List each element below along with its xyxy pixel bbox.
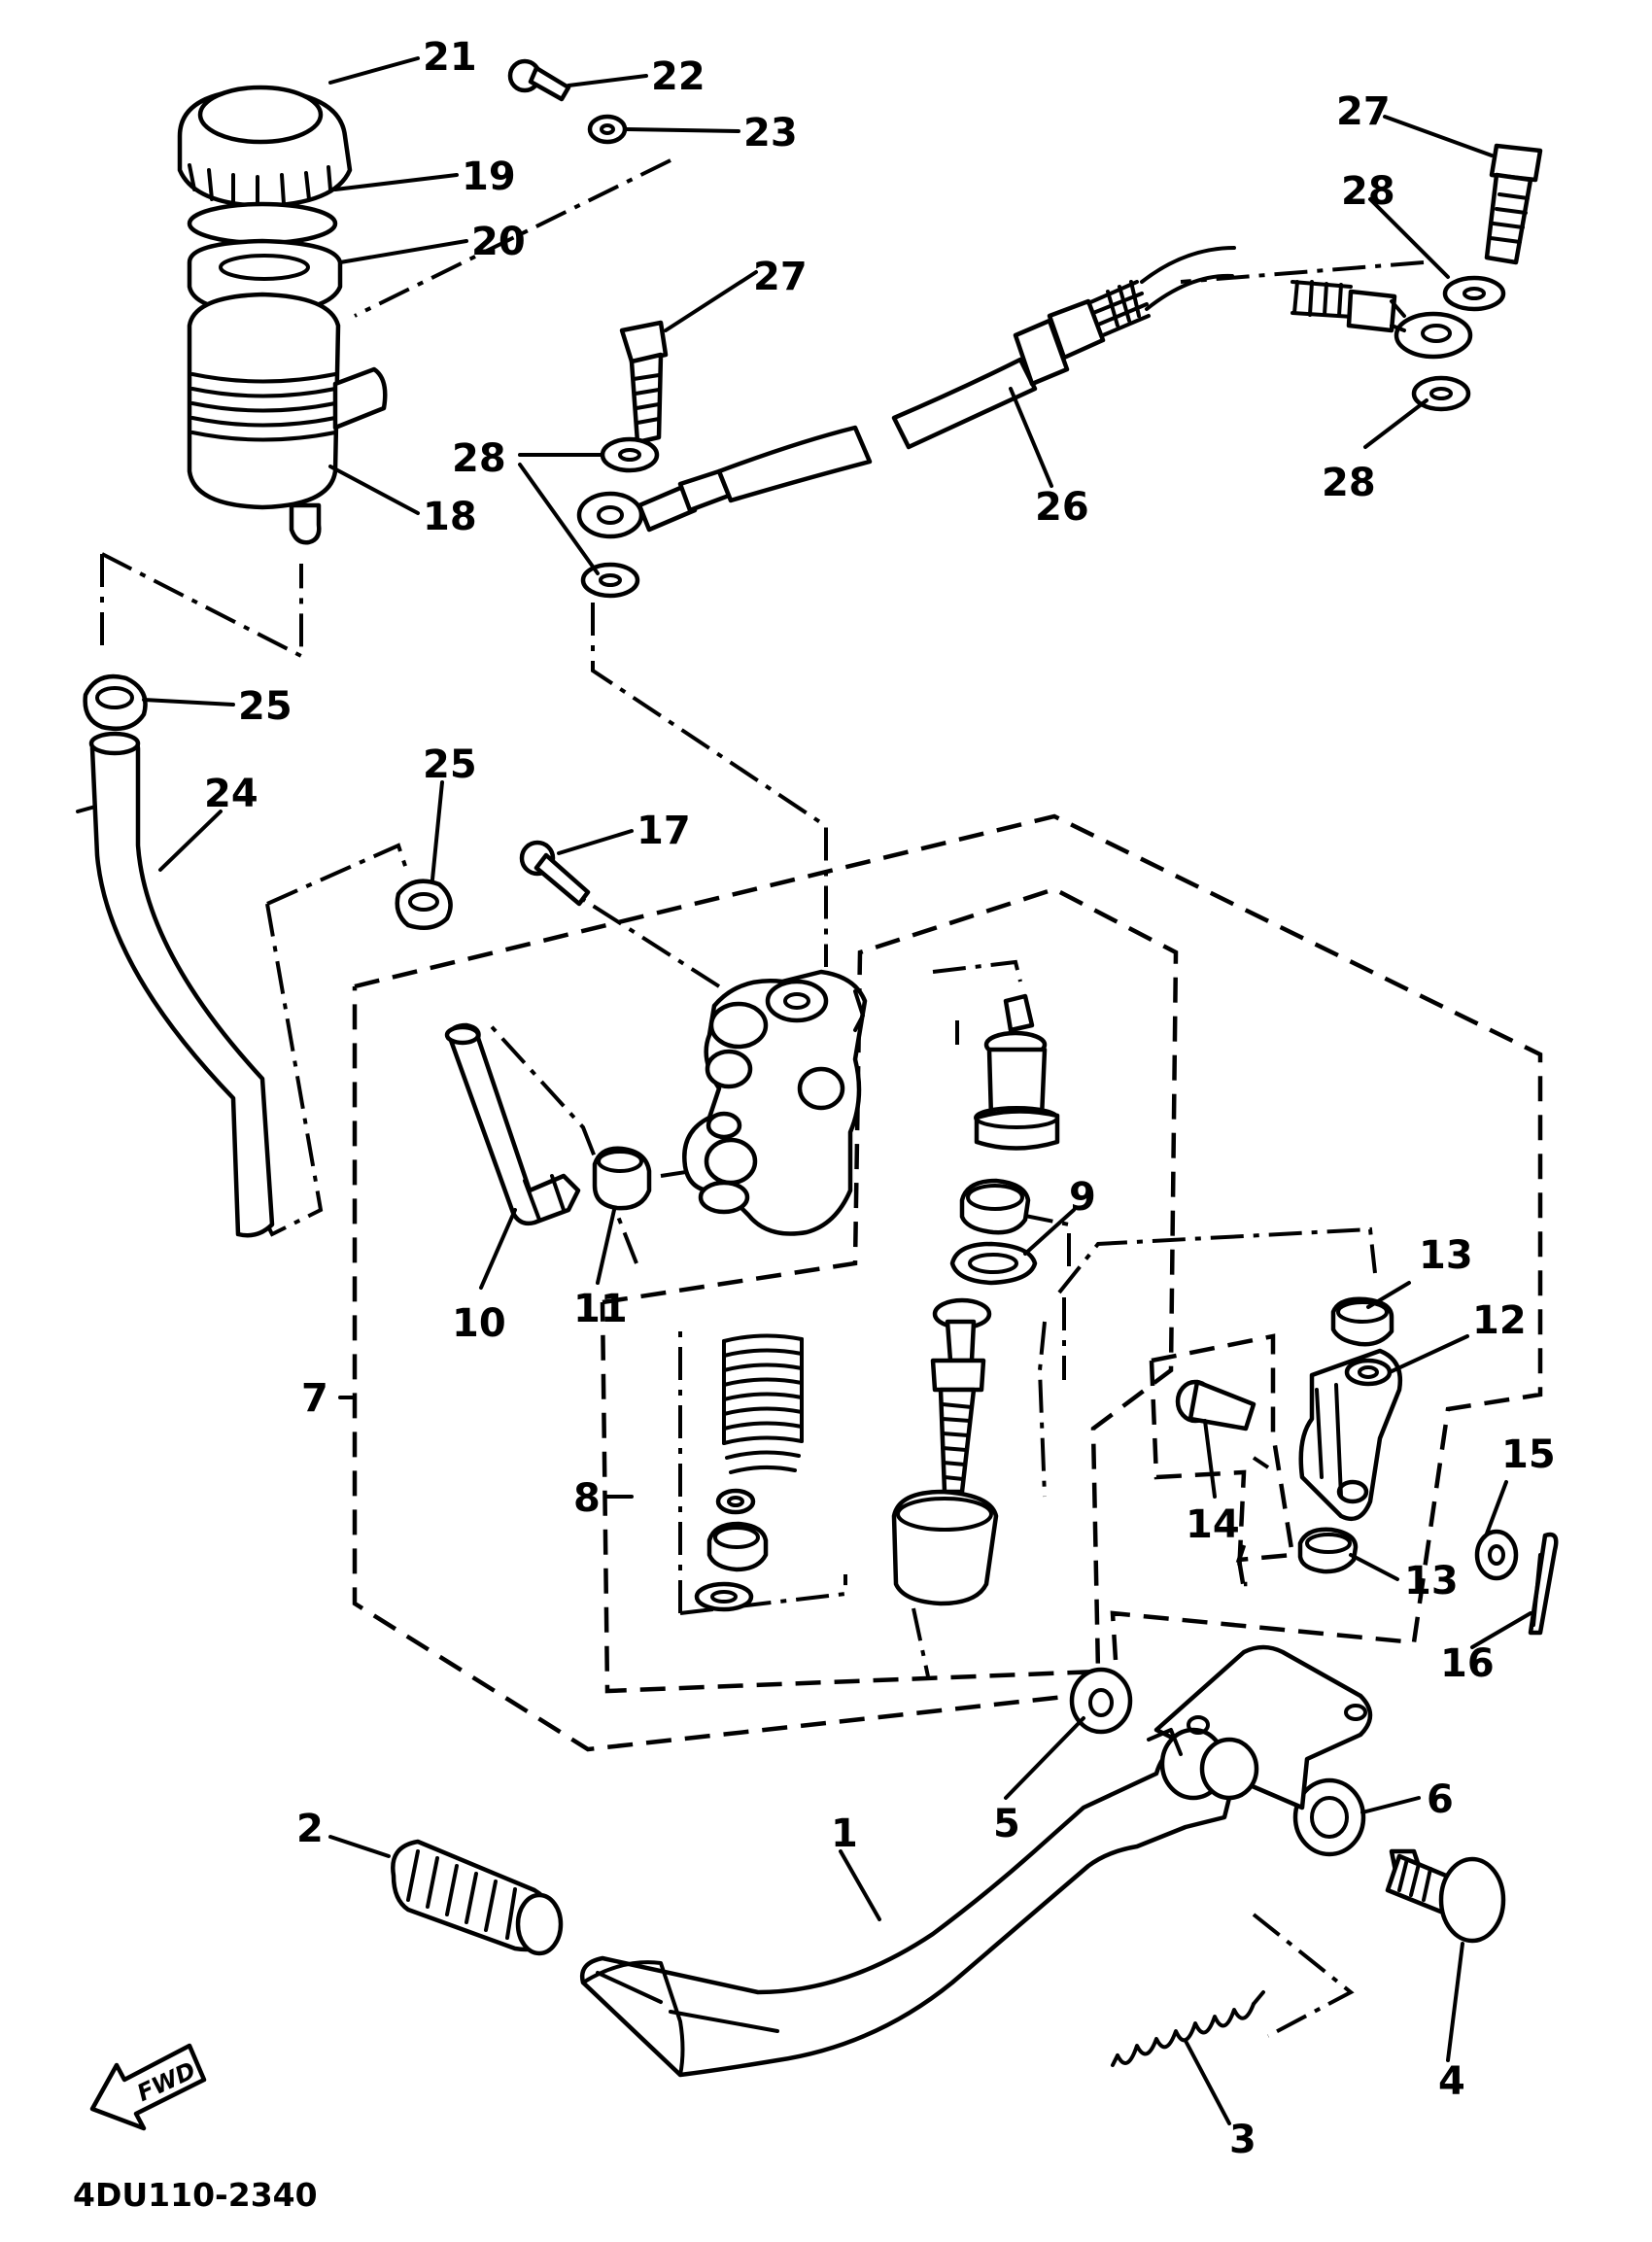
label-2: 2 xyxy=(296,1807,324,1851)
label-12: 12 xyxy=(1472,1298,1527,1343)
reservoir-cap xyxy=(177,85,353,209)
reservoir-hose xyxy=(76,731,275,1238)
label-28-right-bottom: 28 xyxy=(1322,461,1376,505)
master-cylinder-body xyxy=(682,969,868,1236)
diaphragm xyxy=(187,238,343,316)
spring xyxy=(722,1333,804,1474)
label-15: 15 xyxy=(1501,1432,1556,1477)
pedal-bracket xyxy=(1147,1644,1373,1811)
label-25-lower: 25 xyxy=(423,742,477,787)
union-bolt-left xyxy=(619,320,669,445)
clevis-pin xyxy=(1175,1379,1256,1431)
cotter-pin xyxy=(1528,1532,1559,1636)
seal-ring xyxy=(694,1581,754,1612)
circlip xyxy=(949,1241,1038,1286)
washer-23 xyxy=(587,114,628,145)
label-21: 21 xyxy=(423,35,477,80)
diaphragm-plate xyxy=(187,201,338,246)
label-7: 7 xyxy=(301,1376,328,1421)
label-11: 11 xyxy=(573,1287,628,1331)
label-1: 1 xyxy=(831,1811,858,1856)
assembly-outline-7 xyxy=(352,813,1543,1752)
cup-small xyxy=(715,1488,756,1515)
washer-5 xyxy=(1069,1667,1133,1735)
label-24: 24 xyxy=(204,772,258,816)
label-9: 9 xyxy=(1069,1175,1096,1220)
label-8: 8 xyxy=(573,1476,601,1521)
callout-labels: 21 22 23 19 20 18 27 28 26 27 28 28 25 2… xyxy=(204,35,1556,2162)
push-rod xyxy=(930,1297,992,1495)
label-23: 23 xyxy=(743,111,798,155)
assembly-outline-8 xyxy=(600,886,1179,1694)
label-4: 4 xyxy=(1438,2059,1465,2104)
hose-joint xyxy=(444,1022,581,1226)
boot xyxy=(891,1489,999,1606)
grommet xyxy=(592,1146,652,1211)
washer-15 xyxy=(1474,1529,1519,1581)
label-10: 10 xyxy=(452,1301,506,1346)
pedal-rubber xyxy=(391,1839,564,1956)
label-28-left: 28 xyxy=(452,436,506,481)
label-27-right: 27 xyxy=(1336,89,1391,134)
label-19: 19 xyxy=(462,155,516,199)
label-28-right-top: 28 xyxy=(1341,169,1395,214)
clevis xyxy=(1298,1348,1403,1522)
reservoir-tank xyxy=(187,292,388,545)
gasket-top-left xyxy=(600,436,660,473)
label-3: 3 xyxy=(1229,2118,1256,2162)
piston xyxy=(974,993,1060,1151)
connection-lines xyxy=(100,158,1425,2038)
union-bolt-right xyxy=(1484,143,1543,265)
piston-cup xyxy=(959,1178,1031,1235)
bolt-17 xyxy=(519,840,591,907)
hose-clamp-upper xyxy=(83,673,148,732)
label-6: 6 xyxy=(1427,1777,1454,1822)
subassembly-outline-12 xyxy=(1149,1333,1295,1594)
label-26: 26 xyxy=(1035,485,1089,530)
label-18: 18 xyxy=(423,495,477,539)
label-22: 22 xyxy=(651,54,706,99)
label-17: 17 xyxy=(637,809,691,853)
pivot-bolt xyxy=(1385,1848,1506,1944)
bushing-upper xyxy=(1330,1296,1394,1347)
label-13-lower: 13 xyxy=(1404,1559,1459,1604)
label-27-left: 27 xyxy=(753,255,808,299)
brake-pedal xyxy=(579,1737,1237,2078)
leader-lines xyxy=(142,56,1532,2125)
oil-seal xyxy=(1292,1777,1366,1857)
return-spring xyxy=(1111,1990,1265,2067)
brake-hose xyxy=(576,246,1473,539)
label-16: 16 xyxy=(1440,1641,1495,1686)
hose-clamp-lower xyxy=(395,879,453,931)
forward-arrow-icon: FWD xyxy=(89,2043,207,2131)
cup-primary xyxy=(706,1521,769,1572)
diagram-code: 4DU110-2340 xyxy=(73,2176,318,2214)
bushing-lower xyxy=(1297,1527,1359,1574)
gasket-bottom-left xyxy=(580,562,640,599)
label-5: 5 xyxy=(993,1802,1020,1846)
label-20: 20 xyxy=(471,220,526,264)
gasket-top-right xyxy=(1442,275,1506,312)
label-13-upper: 13 xyxy=(1419,1233,1473,1278)
label-25-upper: 25 xyxy=(238,684,293,729)
screw-22 xyxy=(507,58,571,102)
label-14: 14 xyxy=(1186,1502,1240,1547)
